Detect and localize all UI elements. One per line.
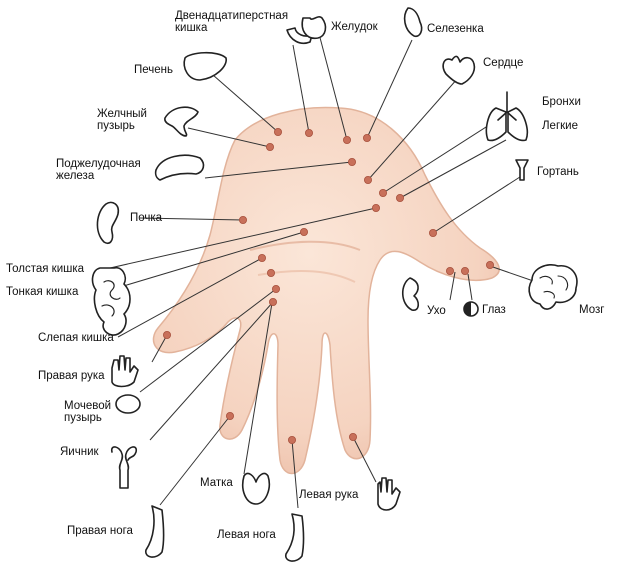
lungs-icon bbox=[485, 107, 507, 142]
label-kidney: Почка bbox=[130, 212, 163, 224]
bronchi-icon bbox=[497, 91, 517, 121]
palm-crease bbox=[249, 240, 361, 251]
hand-icon bbox=[377, 477, 401, 511]
label-uterus: Матка bbox=[200, 477, 233, 489]
label-stomach: Желудок bbox=[331, 21, 378, 33]
lungs-icon bbox=[507, 107, 529, 142]
label-ovary: Яичник bbox=[60, 446, 99, 458]
uterus-icon bbox=[241, 472, 271, 505]
leader-lines bbox=[109, 29, 546, 509]
spleen-icon bbox=[403, 7, 423, 38]
brain-icon bbox=[528, 264, 578, 310]
intestine-coils bbox=[101, 280, 121, 317]
label-left-hand: Левая рука bbox=[299, 489, 359, 501]
brain-folds bbox=[539, 275, 569, 299]
reflex-points bbox=[162, 127, 494, 444]
bladder-icon bbox=[115, 394, 141, 414]
foot-icon bbox=[285, 513, 305, 562]
label-spleen: Селезенка bbox=[427, 23, 484, 35]
label-cecum: Слепая кишка bbox=[38, 332, 114, 344]
ovary-icon bbox=[110, 446, 138, 489]
label-left-leg: Левая нога bbox=[217, 529, 276, 541]
label-ear: Ухо bbox=[427, 305, 446, 317]
label-lungs: Легкие bbox=[542, 120, 578, 132]
hand-palm bbox=[152, 106, 500, 475]
label-liver: Печень bbox=[134, 64, 174, 76]
ear-icon bbox=[401, 277, 420, 311]
heart-icon bbox=[442, 55, 476, 85]
label-small-intestine: Тонкая кишка bbox=[6, 286, 79, 298]
liver-icon bbox=[183, 51, 227, 81]
gallbladder-icon bbox=[164, 106, 199, 137]
label-right-hand: Правая рука bbox=[38, 370, 105, 382]
foot-icon bbox=[145, 505, 165, 558]
label-eye: Глаз bbox=[482, 304, 506, 316]
label-bronchi: Бронхи bbox=[542, 96, 581, 108]
label-brain: Мозг bbox=[579, 304, 605, 316]
label-heart: Сердце bbox=[483, 57, 524, 69]
larynx-icon bbox=[515, 159, 529, 181]
hand-icon bbox=[111, 355, 139, 388]
intestine-icon bbox=[91, 266, 131, 336]
stomach-icon bbox=[301, 16, 327, 40]
label-large-intestine: Толстая кишка bbox=[6, 263, 85, 275]
pancreas-icon bbox=[154, 154, 205, 181]
label-right-leg: Правая нога bbox=[67, 525, 133, 537]
label-larynx: Гортань bbox=[537, 166, 579, 178]
kidney-icon bbox=[96, 201, 120, 245]
eye-pupil bbox=[464, 302, 471, 316]
